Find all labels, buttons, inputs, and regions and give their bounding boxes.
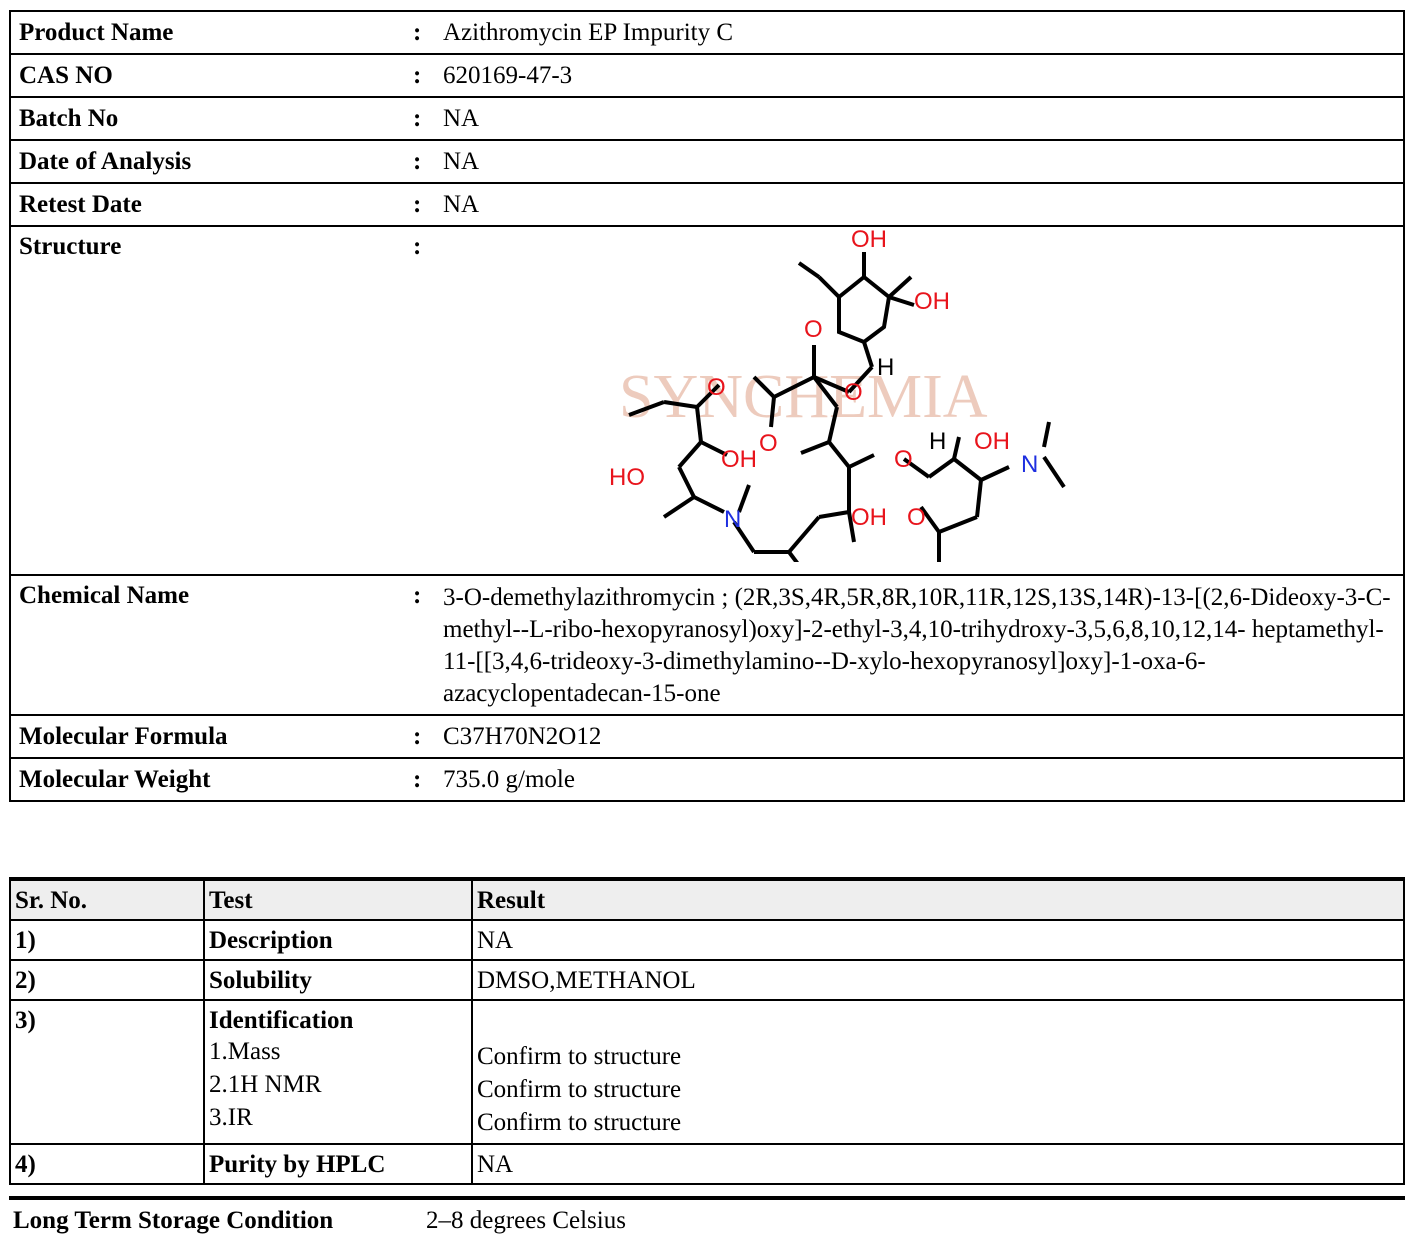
structure-row: Structure : SYNCHEMIA: [9, 225, 1405, 576]
result-header: Result: [471, 877, 1405, 921]
oh-label: OH: [851, 227, 887, 253]
oh-label: OH: [851, 504, 887, 531]
n-label: N: [1021, 451, 1038, 478]
retest-date-label: Retest Date: [9, 182, 409, 227]
product-info-table: Product Name : Azithromycin EP Impurity C…: [9, 10, 1405, 802]
table-row: 4) Purity by HPLC NA: [9, 1143, 1405, 1185]
table-row: 2) Solubility DMSO,METHANOL: [9, 959, 1405, 1001]
batch-no-row: Batch No : NA: [9, 96, 1405, 141]
results-header-row: Sr. No. Test Result: [9, 877, 1405, 921]
retest-date-row: Retest Date : NA: [9, 182, 1405, 227]
colon: :: [413, 105, 422, 132]
cas-no-row: CAS NO :620169-47-3: [9, 53, 1405, 98]
o-label: O: [804, 316, 823, 343]
o-label: O: [759, 430, 778, 457]
n-label: N: [724, 506, 741, 533]
result-mass: Confirm to structure: [477, 1043, 682, 1070]
molecular-weight-value: 735.0 g/mole: [443, 766, 575, 793]
colon: :: [413, 582, 422, 609]
table-row: 1) Description NA: [9, 919, 1405, 961]
product-name-label: Product Name: [9, 10, 409, 55]
molecular-formula-label: Molecular Formula: [9, 714, 409, 759]
molecular-weight-label: Molecular Weight: [9, 757, 409, 802]
result-cell: NA: [471, 1143, 1405, 1185]
atom-labels: OH OH O H O O O OH HO N OH O H OH O N: [609, 227, 1038, 533]
batch-no-label: Batch No: [9, 96, 409, 141]
sr-no-cell: 2): [9, 959, 205, 1001]
oh-label: OH: [974, 428, 1010, 455]
test-cell: Purity by HPLC: [203, 1143, 473, 1185]
colon: :: [413, 723, 422, 750]
colon: :: [413, 766, 422, 793]
sub-test-nmr: 2.1H NMR: [209, 1071, 322, 1098]
colon: :: [413, 233, 422, 260]
date-of-analysis-label: Date of Analysis: [9, 139, 409, 184]
colon: :: [413, 148, 422, 175]
result-cell: DMSO,METHANOL: [471, 959, 1405, 1001]
product-name-value: Azithromycin EP Impurity C: [443, 19, 734, 46]
date-of-analysis-value: NA: [443, 148, 480, 175]
o-label: O: [907, 504, 926, 531]
sr-no-cell: 3): [9, 999, 205, 1145]
cas-no-value: 620169-47-3: [443, 62, 573, 89]
sub-test-mass: 1.Mass: [209, 1038, 281, 1065]
result-ir: Confirm to structure: [477, 1109, 682, 1136]
ho-label: HO: [609, 464, 645, 491]
structure-label: Structure: [9, 225, 409, 576]
colon: :: [413, 62, 422, 89]
batch-no-value: NA: [443, 105, 480, 132]
sr-no-header: Sr. No.: [9, 877, 205, 921]
test-cell: Solubility: [203, 959, 473, 1001]
oh-label: OH: [721, 446, 757, 473]
result-cell: NA: [471, 919, 1405, 961]
sub-test-ir: 3.IR: [209, 1104, 253, 1131]
h-label: H: [877, 354, 894, 381]
bond-lines: [628, 252, 1066, 562]
chemical-name-label: Chemical Name: [9, 574, 409, 716]
watermark: SYNCHEMIA: [619, 363, 988, 431]
molecular-formula-value: C37H70N2O12: [443, 723, 602, 750]
storage-label: Long Term Storage Condition: [13, 1207, 334, 1234]
storage-value: 2–8 degrees Celsius: [426, 1207, 626, 1234]
molecular-weight-row: Molecular Weight :735.0 g/mole: [9, 757, 1405, 802]
cas-no-label: CAS NO: [9, 53, 409, 98]
result-nmr: Confirm to structure: [477, 1076, 682, 1103]
o-label: O: [894, 446, 913, 473]
chemical-name-row: Chemical Name : 3-O-demethylazithromycin…: [9, 574, 1405, 716]
retest-date-value: NA: [443, 191, 480, 218]
molecular-formula-row: Molecular Formula : C37H70N2O12: [9, 714, 1405, 759]
oh-label: OH: [914, 288, 950, 315]
product-name-row: Product Name : Azithromycin EP Impurity C: [9, 10, 1405, 55]
date-of-analysis-row: Date of Analysis : NA: [9, 139, 1405, 184]
colon: :: [413, 191, 422, 218]
colon: :: [413, 19, 422, 46]
test-header: Test: [203, 877, 473, 921]
chemical-structure-image: SYNCHEMIA: [609, 227, 1066, 562]
test-cell: Identification: [209, 1007, 354, 1034]
test-cell: Description: [203, 919, 473, 961]
sr-no-cell: 4): [9, 1143, 205, 1185]
table-row: 3) Identification 1.Mass 2.1H NMR 3.IR C…: [9, 999, 1405, 1145]
o-label: O: [707, 374, 726, 401]
h-label: H: [929, 428, 946, 455]
storage-condition: Long Term Storage Condition 2–8 degrees C…: [9, 1196, 1405, 1241]
o-label: O: [844, 379, 863, 406]
chemical-name-value: 3-O-demethylazithromycin ; (2R,3S,4R,5R,…: [443, 584, 1391, 707]
results-table: Sr. No. Test Result 1) Description NA 2)…: [9, 877, 1405, 1185]
sr-no-cell: 1): [9, 919, 205, 961]
